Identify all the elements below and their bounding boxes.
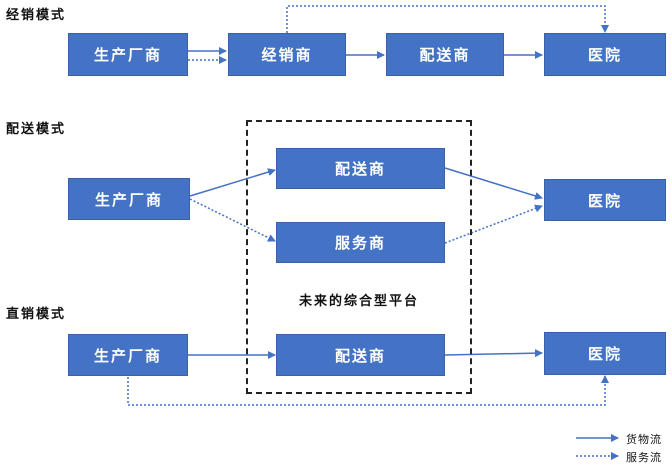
- mode-label-distributor: 经销模式: [6, 8, 67, 23]
- hospital-box: 医院: [544, 33, 666, 76]
- goods-flow-arrow: [444, 349, 543, 358]
- hospital-box: 医院: [544, 332, 666, 375]
- goods-flow-arrow: [189, 168, 276, 197]
- mode-label-direct: 直销模式: [6, 307, 67, 322]
- delivery-company-box: 配送商: [386, 33, 504, 76]
- manufacturer-box: 生产厂商: [68, 33, 188, 76]
- distributor-box: 经销商: [228, 33, 346, 76]
- service-flow-arrow: [286, 5, 609, 33]
- manufacturer-box: 生产厂商: [68, 334, 188, 376]
- hospital-box: 医院: [544, 179, 666, 221]
- manufacturer-box: 生产厂商: [68, 178, 190, 220]
- future-platform-label: 未来的综合型平台: [298, 294, 419, 309]
- legend-goods-flow: 货物流: [626, 433, 662, 446]
- delivery-company-box: 配送商: [276, 148, 445, 189]
- service-company-box: 服务商: [276, 222, 445, 263]
- goods-flow-arrow: [444, 167, 543, 200]
- delivery-company-box: 配送商: [276, 334, 445, 376]
- future-platform-boundary: [246, 120, 472, 394]
- mode-label-delivery: 配送模式: [6, 122, 67, 137]
- legend-service-flow: 服务流: [626, 451, 662, 464]
- service-flow-arrow: [444, 204, 543, 244]
- service-flow-arrow: [127, 375, 609, 406]
